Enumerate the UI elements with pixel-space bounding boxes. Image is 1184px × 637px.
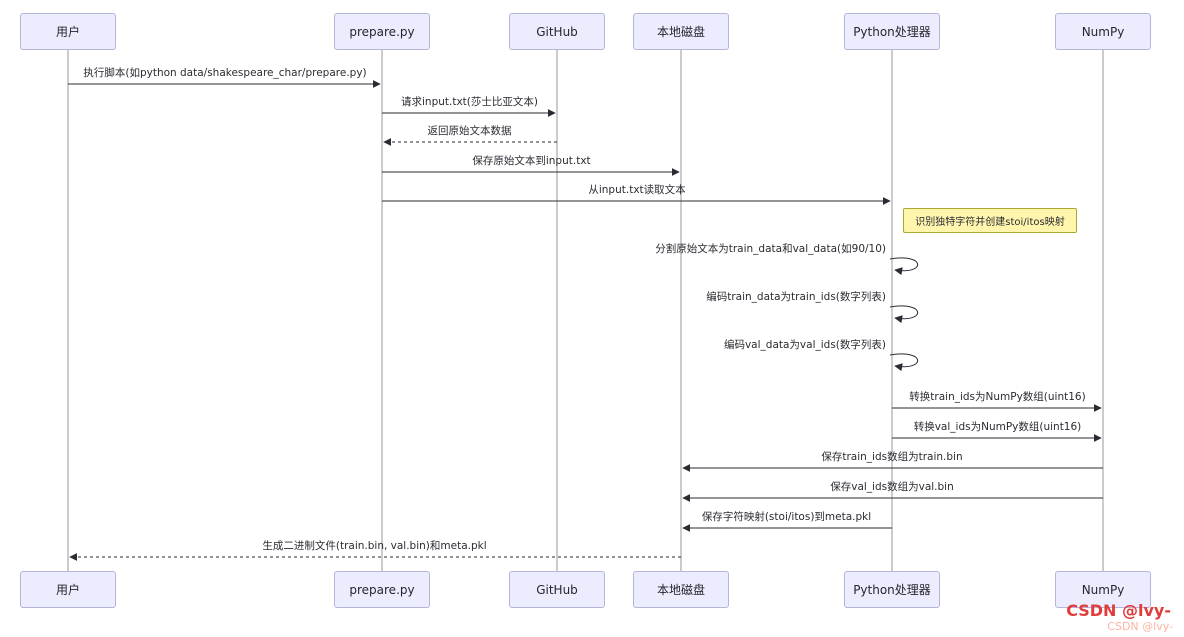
participant-user-bottom: 用户 <box>20 571 116 608</box>
self-message-loop <box>889 353 919 372</box>
message-label: 请求input.txt(莎士比亚文本) <box>401 96 538 108</box>
participant-label: prepare.py <box>349 24 415 39</box>
participant-user-top: 用户 <box>20 13 116 50</box>
participant-numpy-bottom: NumPy <box>1055 571 1151 608</box>
self-message-label: 分割原始文本为train_data和val_data(如90/10) <box>655 243 886 255</box>
participant-github-top: GitHub <box>509 13 605 50</box>
note-over-python: 识别独特字符并创建stoi/itos映射 <box>903 208 1077 233</box>
participant-github-bottom: GitHub <box>509 571 605 608</box>
participant-label: 本地磁盘 <box>656 583 705 597</box>
participant-label: NumPy <box>1081 582 1125 597</box>
participant-disk-bottom: 本地磁盘 <box>633 571 729 608</box>
message-label: 返回原始文本数据 <box>427 125 512 137</box>
message-label: 转换val_ids为NumPy数组(uint16) <box>913 421 1082 433</box>
participant-prepare-bottom: prepare.py <box>334 571 430 608</box>
self-message-label: 编码val_data为val_ids(数字列表) <box>723 339 886 351</box>
participant-label: GitHub <box>536 582 578 597</box>
message-label: 执行脚本(如python data/shakespeare_char/prepa… <box>83 67 367 79</box>
participant-label: prepare.py <box>349 582 415 597</box>
message-label: 生成二进制文件(train.bin, val.bin)和meta.pkl <box>262 540 487 552</box>
participant-label: GitHub <box>536 24 578 39</box>
self-message-loop <box>889 257 919 276</box>
participant-label: Python处理器 <box>853 25 931 39</box>
message-label: 保存字符映射(stoi/itos)到meta.pkl <box>701 511 872 523</box>
participant-label: 用户 <box>55 583 80 597</box>
participant-prepare-top: prepare.py <box>334 13 430 50</box>
message-label: 保存原始文本到input.txt <box>472 155 591 167</box>
message-label: 转换train_ids为NumPy数组(uint16) <box>909 391 1086 403</box>
participant-label: 本地磁盘 <box>656 25 705 39</box>
participant-label: 用户 <box>55 25 80 39</box>
participant-numpy-top: NumPy <box>1055 13 1151 50</box>
participant-python-top: Python处理器 <box>844 13 940 50</box>
participant-label: Python处理器 <box>853 583 931 597</box>
message-label: 从input.txt读取文本 <box>588 184 686 196</box>
message-label: 保存train_ids数组为train.bin <box>821 451 963 463</box>
participant-python-bottom: Python处理器 <box>844 571 940 608</box>
csdn-watermark-sub: CSDN @lvy- <box>1107 620 1173 633</box>
participant-label: NumPy <box>1081 24 1125 39</box>
self-message-loop <box>889 305 919 324</box>
message-label: 保存val_ids数组为val.bin <box>830 481 954 493</box>
csdn-watermark: CSDN @lvy- <box>1066 601 1171 620</box>
participant-disk-top: 本地磁盘 <box>633 13 729 50</box>
self-message-label: 编码train_data为train_ids(数字列表) <box>706 291 886 303</box>
